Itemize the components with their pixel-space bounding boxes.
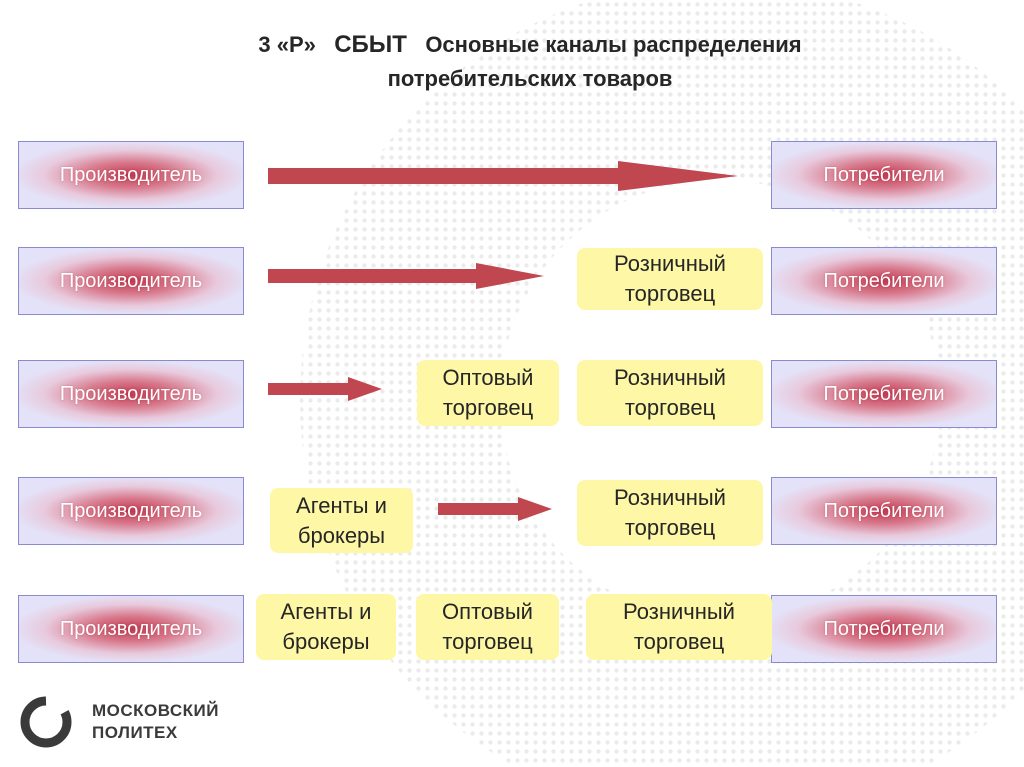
retailer-label-line-2: торговец [624,515,716,540]
agents-box-channel-5: Агенты и брокеры [256,594,396,660]
polytech-ring-icon [20,695,72,748]
agents-label-line-2: брокеры [282,629,370,654]
wholesaler-box-channel-5: Оптовый торговец [416,594,559,660]
retailer-box-channel-4: Розничный торговец [577,480,763,546]
arrow-channel-1 [268,161,738,191]
retailer-label-line-1: Розничный [614,251,726,276]
title-main: СБЫТ [334,31,407,58]
agents-label-line-1: Агенты и [280,599,372,624]
wholesaler-label-line-1: Оптовый [442,599,533,624]
retailer-label-line-2: торговец [624,395,716,420]
producer-box-channel-5: Производитель [18,595,244,663]
retailer-label-line-2: торговец [633,629,725,654]
arrow-channel-4 [438,497,552,521]
slide-title: 3 «Р» СБЫТ Основные каналы распределения… [160,28,900,96]
moscow-polytech-logo: московский политех [18,694,219,750]
arrow-channel-2 [268,263,544,289]
agents-label-line-2: брокеры [297,522,386,548]
title-prefix: 3 «Р» [258,32,316,57]
wholesaler-label-line-2: торговец [442,629,533,654]
wholesaler-label-line-1: Оптовый [442,365,534,390]
consumers-box-channel-2: Потребители [771,247,997,315]
retailer-box-channel-3: Розничный торговец [577,360,763,426]
producer-box-channel-3: Производитель [18,360,244,428]
agents-box-channel-4: Агенты и брокеры [270,488,413,553]
title-line-1: 3 «Р» СБЫТ Основные каналы распределения [160,28,900,62]
retailer-label-line-1: Розничный [623,599,735,624]
logo-line-1: московский [92,701,219,720]
producer-box-channel-1: Производитель [18,141,244,209]
wholesaler-box-channel-3: Оптовый торговец [417,360,559,426]
consumers-box-channel-3: Потребители [771,360,997,428]
consumers-box-channel-4: Потребители [771,477,997,545]
logo-text: московский политех [92,700,219,744]
agents-label-line-1: Агенты и [296,492,387,518]
producer-box-channel-4: Производитель [18,477,244,545]
retailer-label-line-1: Розничный [614,485,726,510]
producer-box-channel-2: Производитель [18,247,244,315]
wholesaler-label-line-2: торговец [442,395,534,420]
consumers-box-channel-1: Потребители [771,141,997,209]
retailer-label-line-1: Розничный [614,365,726,390]
retailer-box-channel-2: Розничный торговец [577,248,763,310]
title-subtitle: Основные каналы распределения [425,32,802,57]
consumers-box-channel-5: Потребители [771,595,997,663]
arrow-channel-3 [268,377,382,401]
retailer-box-channel-5: Розничный торговец [586,594,772,660]
retailer-label-line-2: торговец [624,281,716,306]
logo-line-2: политех [92,723,178,742]
title-line-2: потребительских товаров [387,66,673,91]
